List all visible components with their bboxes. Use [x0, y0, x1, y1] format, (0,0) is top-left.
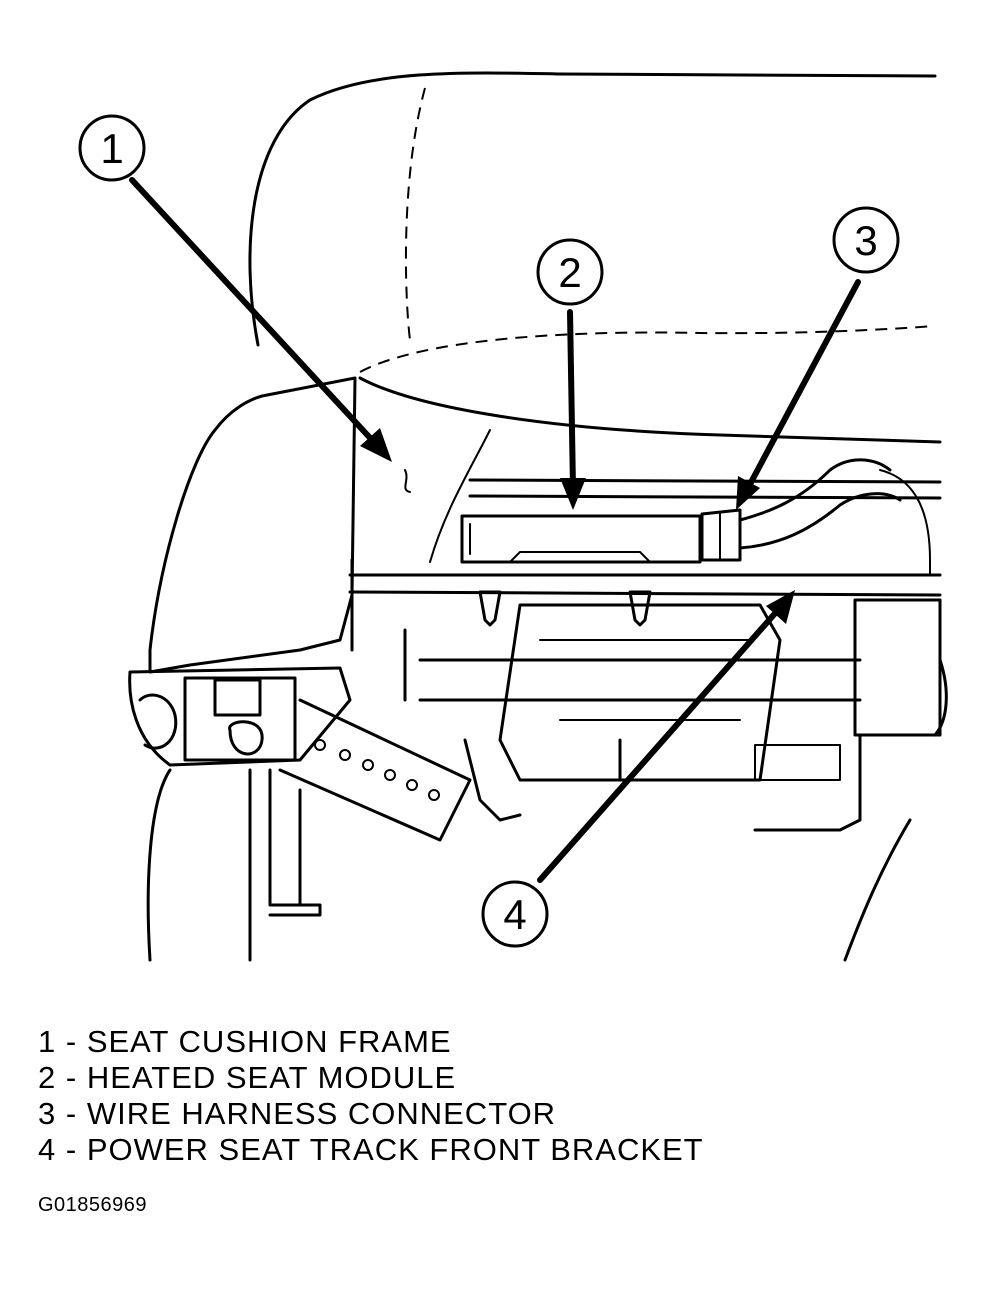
- legend-label: POWER SEAT TRACK FRONT BRACKET: [86, 1132, 704, 1167]
- legend-item-4: 4 - POWER SEAT TRACK FRONT BRACKET: [38, 1132, 704, 1168]
- seat-diagram-illustration: 1 2 3 4: [78, 71, 948, 962]
- legend-number: 3: [38, 1096, 57, 1131]
- mounting-screws: [478, 590, 652, 627]
- legend-number: 1: [38, 1024, 57, 1059]
- leader-arrow-2: [567, 309, 576, 491]
- leader-arrow-4: [537, 607, 781, 883]
- callout-3-number: 3: [854, 217, 877, 264]
- legend-label: SEAT CUSHION FRAME: [86, 1024, 452, 1059]
- legend-item-2: 2 - HEATED SEAT MODULE: [38, 1060, 704, 1096]
- legend-item-1: 1 - SEAT CUSHION FRAME: [38, 1024, 704, 1060]
- legend-number: 2: [38, 1060, 57, 1095]
- leader-arrows: [129, 177, 861, 883]
- legend-separator: -: [65, 1132, 78, 1167]
- power-seat-track-bracket: [403, 598, 948, 832]
- callout-3: 3: [832, 206, 900, 274]
- callout-4: 4: [481, 880, 549, 948]
- callout-4-number: 4: [503, 891, 526, 938]
- adjuster-holes: [314, 739, 440, 801]
- legend-label: HEATED SEAT MODULE: [86, 1060, 457, 1095]
- callout-2: 2: [536, 238, 604, 306]
- legend-number: 4: [38, 1132, 57, 1167]
- callout-1-number: 1: [100, 125, 123, 172]
- seat-cushion-frame: [348, 469, 942, 597]
- leader-arrow-1: [129, 177, 375, 443]
- callout-legend: 1 - SEAT CUSHION FRAME 2 - HEATED SEAT M…: [38, 1024, 704, 1168]
- legend-item-3: 3 - WIRE HARNESS CONNECTOR: [38, 1096, 704, 1132]
- callout-1: 1: [78, 114, 146, 182]
- legend-separator: -: [65, 1096, 78, 1131]
- legend-separator: -: [65, 1060, 78, 1095]
- callout-2-number: 2: [558, 249, 581, 296]
- leader-arrow-3: [745, 279, 861, 491]
- seat-side-shield: [148, 376, 357, 674]
- figure-id: G01856969: [38, 1194, 148, 1216]
- legend-separator: -: [65, 1024, 78, 1059]
- legend-label: WIRE HARNESS CONNECTOR: [86, 1096, 557, 1131]
- seat-track-riser: [128, 666, 912, 962]
- seat-cushion-outline: [248, 71, 942, 563]
- heated-seat-module: [460, 514, 702, 564]
- wire-harness-connector: [700, 458, 931, 576]
